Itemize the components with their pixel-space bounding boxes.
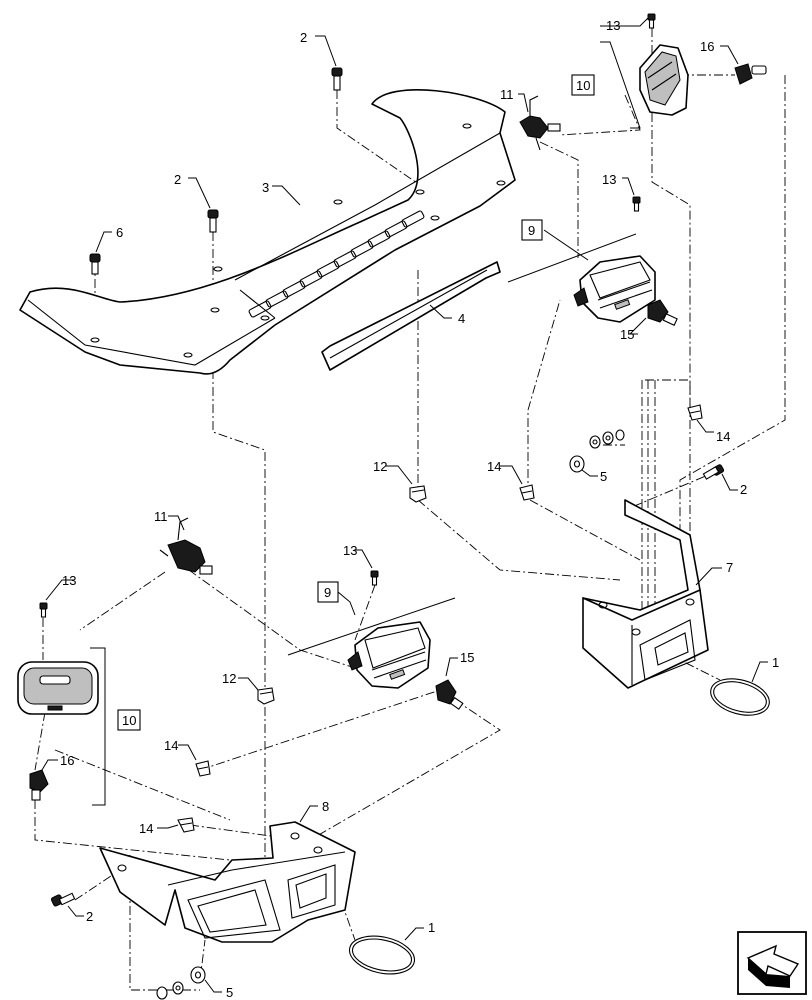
callout-leaders: [41, 17, 768, 993]
callout-13: 13: [343, 543, 357, 558]
bolt-2-mid: [207, 209, 219, 233]
bracket-8: [99, 821, 356, 943]
callout-4: 4: [458, 311, 465, 326]
next-page-arrow-icon[interactable]: [737, 931, 807, 995]
harness-11-top: [519, 95, 561, 151]
group-bracket-10-top: [600, 41, 641, 129]
group-bracket-10-left: [90, 647, 106, 806]
seal-strip: [321, 261, 501, 371]
callout-13: 13: [62, 573, 76, 588]
lamp-10-left: [17, 661, 99, 715]
callout-12: 12: [222, 671, 236, 686]
callout-14: 14: [716, 429, 730, 444]
callout-box-10-left: 10: [117, 709, 141, 731]
bulb-15-left: [435, 679, 464, 710]
callout-2: 2: [86, 909, 93, 924]
callout-5: 5: [600, 469, 607, 484]
ref-line-9-right: [507, 233, 637, 283]
gasket-ring-right: [710, 678, 770, 716]
callout-15: 15: [460, 650, 474, 665]
clip-14-low-left: [177, 817, 195, 833]
callout-2: 2: [300, 30, 307, 45]
clip-14-upper-right: [687, 404, 703, 421]
washer-stack-5-left: [156, 966, 206, 1000]
callout-2: 2: [740, 482, 747, 497]
callout-labels: 2 2 3 6 4 13 16 11 13 15 14 5 12 14 2 7 …: [60, 18, 779, 1000]
callout-16: 16: [700, 39, 714, 54]
callout-12: 12: [373, 459, 387, 474]
callout-13: 13: [606, 18, 620, 33]
svg-text:9: 9: [528, 223, 535, 238]
ref-line-9-left: [287, 597, 456, 656]
svg-text:9: 9: [324, 585, 331, 600]
callout-14: 14: [139, 821, 153, 836]
clip-12-lower: [257, 687, 275, 705]
callout-13: 13: [602, 172, 616, 187]
clip-14-mid-right: [519, 484, 535, 501]
callout-box-9-left: 9: [317, 581, 339, 603]
callout-2: 2: [174, 172, 181, 187]
screw-6: [89, 253, 101, 275]
bracket-7: [582, 499, 709, 689]
callout-5: 5: [226, 985, 233, 1000]
callout-7: 7: [726, 560, 733, 575]
screw-13-top: [647, 13, 656, 29]
panel-vent-slots: [248, 210, 425, 318]
svg-text:10: 10: [122, 713, 136, 728]
callout-8: 8: [322, 799, 329, 814]
callout-1: 1: [772, 655, 779, 670]
work-light-9-left: [347, 621, 431, 689]
callout-11: 11: [500, 87, 514, 102]
callout-15: 15: [620, 327, 634, 342]
callout-14: 14: [164, 738, 178, 753]
callout-6: 6: [116, 225, 123, 240]
screw-13-center: [370, 570, 379, 586]
bulb-15-right: [647, 299, 678, 326]
clip-12-upper: [409, 485, 427, 503]
bolt-2-right: [702, 464, 725, 480]
svg-text:10: 10: [576, 78, 590, 93]
bolt-2-left: [50, 892, 76, 907]
washer-stack-5-right: [569, 429, 625, 473]
screw-13-right: [632, 196, 641, 212]
callout-3: 3: [262, 180, 269, 195]
callout-14: 14: [487, 459, 501, 474]
lamp-10-top: [639, 44, 689, 116]
harness-11-left: [159, 517, 213, 575]
clip-14-mid-left: [195, 760, 211, 777]
bolt-2-top: [331, 67, 343, 91]
bulb-16-top: [734, 63, 767, 85]
bulb-16-left: [29, 769, 49, 801]
screw-13-left: [39, 602, 48, 618]
callout-box-10-top: 10: [571, 74, 595, 96]
assembly-center-lines: [34, 28, 786, 991]
callout-11: 11: [154, 509, 168, 524]
top-panel: [19, 89, 516, 375]
callout-1: 1: [428, 920, 435, 935]
callout-16: 16: [60, 753, 74, 768]
callout-box-9-right: 9: [521, 219, 543, 241]
gasket-ring-left: [348, 935, 416, 975]
work-light-9-right: [573, 255, 656, 323]
